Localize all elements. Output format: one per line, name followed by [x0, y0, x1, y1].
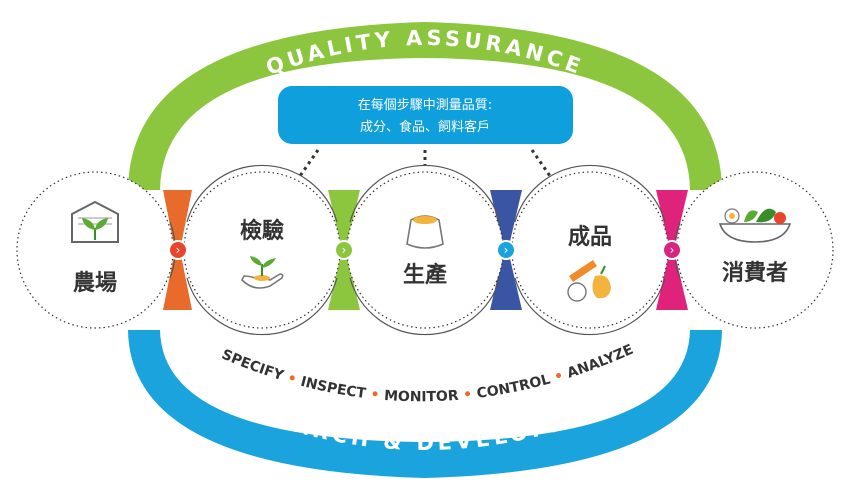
arrow-badge-1 — [168, 240, 188, 260]
chevron-right-icon: › — [670, 243, 675, 257]
step-separator: • — [285, 370, 298, 388]
greenhouse-plant-icon — [71, 200, 119, 243]
callout-leaders — [298, 149, 552, 177]
stage-label-production: 生產 — [403, 262, 447, 288]
step-separator: • — [462, 386, 473, 403]
callout-box — [278, 86, 573, 144]
stage-label-farm: 農場 — [73, 271, 117, 296]
grain-sack-icon — [406, 215, 444, 249]
stage-circle-consumer — [676, 171, 834, 329]
salad-bowl-icon — [718, 208, 792, 243]
stage-circle-finished — [511, 171, 669, 329]
arrow-badges: › › › › — [168, 240, 682, 260]
research-development-arc — [128, 330, 722, 478]
callout-line-1: 在每個步驟中測量品質: — [358, 97, 492, 113]
stage-label-finished: 成品 — [568, 225, 612, 250]
step-analyze: ANALYZE — [565, 342, 636, 382]
quality-assurance-arc — [128, 22, 722, 190]
stage-circle-farm — [16, 171, 174, 329]
arrow-badge-4 — [662, 240, 682, 260]
step-specify: SPECIFY — [219, 347, 286, 385]
chevron-right-icon: › — [176, 243, 181, 257]
step-inspect: INSPECT — [299, 374, 367, 402]
chevron-right-icon: › — [504, 243, 509, 257]
stage-label-consumer: 消費者 — [722, 261, 788, 286]
hand-seedling-icon — [241, 256, 284, 289]
chevron-right-icon: › — [342, 243, 347, 257]
step-monitor: MONITOR — [384, 388, 460, 406]
vegetables-icon — [567, 260, 611, 302]
stage-circles — [16, 171, 834, 329]
callout-line-2: 成分、食品、飼料客戶 — [360, 119, 490, 135]
step-control: CONTROL — [476, 372, 552, 402]
steps-line: SPECIFY • INSPECT • MONITOR • CONTROL • … — [219, 342, 636, 406]
arrow-badge-3 — [496, 240, 516, 260]
step-separator: • — [370, 387, 381, 404]
stage-circle-inspection — [183, 171, 341, 329]
stage-label-inspection: 檢驗 — [240, 218, 284, 244]
stage-circle-production — [346, 171, 504, 329]
arrow-badge-2 — [334, 240, 354, 260]
step-separator: • — [552, 368, 565, 386]
